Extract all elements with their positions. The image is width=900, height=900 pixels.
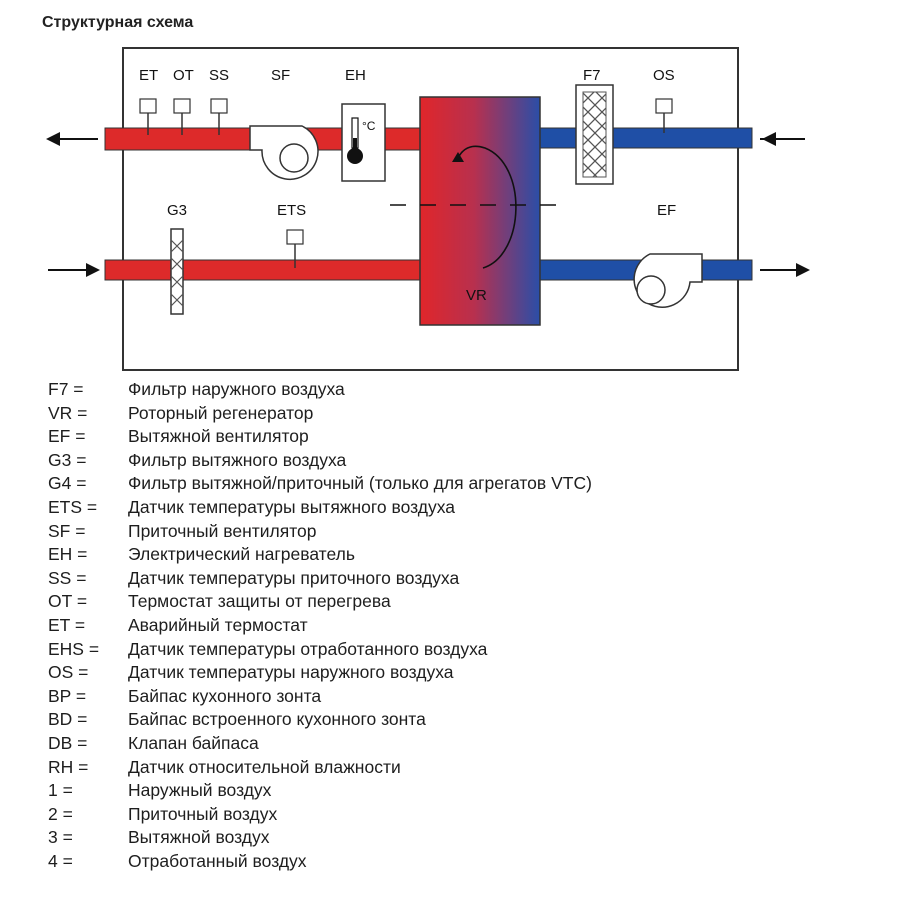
legend-code: SF = <box>48 520 86 541</box>
legend-row: DB = Клапан байпаса <box>48 732 848 756</box>
legend-description: Приточный вентилятор <box>128 520 317 541</box>
label-sf: SF <box>271 67 290 84</box>
legend-description: Наружный воздух <box>128 780 272 801</box>
legend-description: Электрический нагреватель <box>128 544 355 565</box>
legend-row: F7 = Фильтр наружного воздуха <box>48 378 848 402</box>
legend-row: OT = Термостат защиты от перегрева <box>48 590 848 614</box>
legend: F7 = Фильтр наружного воздуха VR = Роторный… <box>48 378 848 873</box>
legend-description: Термостат защиты от перегрева <box>128 591 391 612</box>
legend-row: EH = Электрический нагреватель <box>48 543 848 567</box>
legend-row: BP = Байпас кухонного зонта <box>48 685 848 709</box>
legend-code: 3 = <box>48 827 73 848</box>
label-f7: F7 <box>583 67 601 84</box>
legend-code: ET = <box>48 614 86 635</box>
label-g3: G3 <box>167 202 187 219</box>
legend-code: G4 = <box>48 473 87 494</box>
arrow-right-out-icon <box>760 263 810 277</box>
duct-extract-bottom <box>104 259 421 281</box>
legend-row: ET = Аварийный термостат <box>48 614 848 638</box>
legend-description: Вытяжной воздух <box>128 827 270 848</box>
sensor-ot-icon <box>173 98 191 135</box>
legend-description: Отработанный воздух <box>128 850 307 871</box>
legend-row: 3 = Вытяжной воздух <box>48 826 848 850</box>
label-et: ET <box>139 67 158 84</box>
legend-code: RH = <box>48 756 89 777</box>
legend-row: OS = Датчик температуры наружного воздуха <box>48 661 848 685</box>
legend-row: SS = Датчик температуры приточного воздух… <box>48 567 848 591</box>
legend-description: Приточный воздух <box>128 803 278 824</box>
legend-code: OT = <box>48 591 88 612</box>
legend-row: EHS = Датчик температуры отработанного во… <box>48 638 848 662</box>
legend-code: DB = <box>48 732 88 753</box>
legend-row: 2 = Приточный воздух <box>48 803 848 827</box>
filter-g3-icon <box>170 228 184 315</box>
legend-code: BP = <box>48 685 87 706</box>
legend-description: Датчик температуры отработанного воздуха <box>128 638 488 659</box>
label-eh: EH <box>345 67 366 84</box>
legend-code: 2 = <box>48 803 73 824</box>
legend-code: EHS = <box>48 638 100 659</box>
sensor-os-icon <box>655 98 673 133</box>
legend-row: 4 = Отработанный воздух <box>48 850 848 874</box>
legend-code: VR = <box>48 402 88 423</box>
duct-outdoor-top <box>539 127 753 149</box>
heater-degree-label: °C <box>362 119 376 133</box>
legend-description: Фильтр вытяжной/приточный (только для аг… <box>128 473 592 494</box>
legend-row: EF = Вытяжной вентилятор <box>48 425 848 449</box>
legend-row: G4 = Фильтр вытяжной/приточный (только дл… <box>48 472 848 496</box>
legend-description: Клапан байпаса <box>128 732 259 753</box>
rotation-arrow-icon <box>457 145 517 269</box>
legend-row: RH = Датчик относительной влажности <box>48 756 848 780</box>
label-os: OS <box>653 67 675 84</box>
legend-code: 4 = <box>48 850 73 871</box>
rotary-exchanger <box>419 96 541 326</box>
legend-code: G3 = <box>48 449 87 470</box>
legend-code: F7 = <box>48 379 84 399</box>
label-ss: SS <box>209 67 229 84</box>
legend-description: Датчик относительной влажности <box>128 756 401 777</box>
filter-f7-icon <box>575 84 614 185</box>
legend-description: Фильтр вытяжного воздуха <box>128 449 347 470</box>
legend-code: BD = <box>48 709 88 730</box>
legend-code: OS = <box>48 662 89 683</box>
legend-description: Датчик температуры приточного воздуха <box>128 567 460 588</box>
sensor-ss-icon <box>210 98 228 135</box>
arrow-right-in-top-icon <box>760 132 805 146</box>
arrow-left-out-icon <box>46 132 98 146</box>
legend-row: BD = Байпас встроенного кухонного зонта <box>48 708 848 732</box>
legend-code: EF = <box>48 426 86 447</box>
legend-code: 1 = <box>48 780 73 801</box>
legend-row: VR = Роторный регенератор <box>48 402 848 426</box>
legend-code: SS = <box>48 567 87 588</box>
exhaust-fan-icon <box>633 253 703 308</box>
legend-description: Байпас встроенного кухонного зонта <box>128 709 426 730</box>
arrow-right-in-bottom-icon <box>48 263 100 277</box>
legend-description: Фильтр наружного воздуха <box>128 379 345 399</box>
legend-description: Вытяжной вентилятор <box>128 426 309 447</box>
legend-description: Аварийный термостат <box>128 614 308 635</box>
label-ef: EF <box>657 202 676 219</box>
label-ets: ETS <box>277 202 306 219</box>
legend-code: ETS = <box>48 496 98 517</box>
sensor-ets-icon <box>286 229 304 268</box>
legend-description: Байпас кухонного зонта <box>128 685 322 706</box>
legend-description: Датчик температуры вытяжного воздуха <box>128 496 456 517</box>
legend-code: EH = <box>48 544 88 565</box>
label-ot: OT <box>173 67 194 84</box>
legend-row: G3 = Фильтр вытяжного воздуха <box>48 449 848 473</box>
diagram-title: Структурная схема <box>42 14 194 31</box>
electric-heater-icon <box>341 103 386 182</box>
structural-diagram: °C ET OT SS SF EH F7 OS G3 ETS EF VR <box>46 47 810 371</box>
legend-row: 1 = Наружный воздух <box>48 779 848 803</box>
legend-row: ETS = Датчик температуры вытяжного воздух… <box>48 496 848 520</box>
legend-description: Датчик температуры наружного воздуха <box>128 662 454 683</box>
supply-fan-icon <box>249 125 319 180</box>
sensor-et-icon <box>139 98 157 135</box>
legend-row: SF = Приточный вентилятор <box>48 520 848 544</box>
legend-description: Роторный регенератор <box>128 402 314 423</box>
label-vr: VR <box>466 287 487 304</box>
